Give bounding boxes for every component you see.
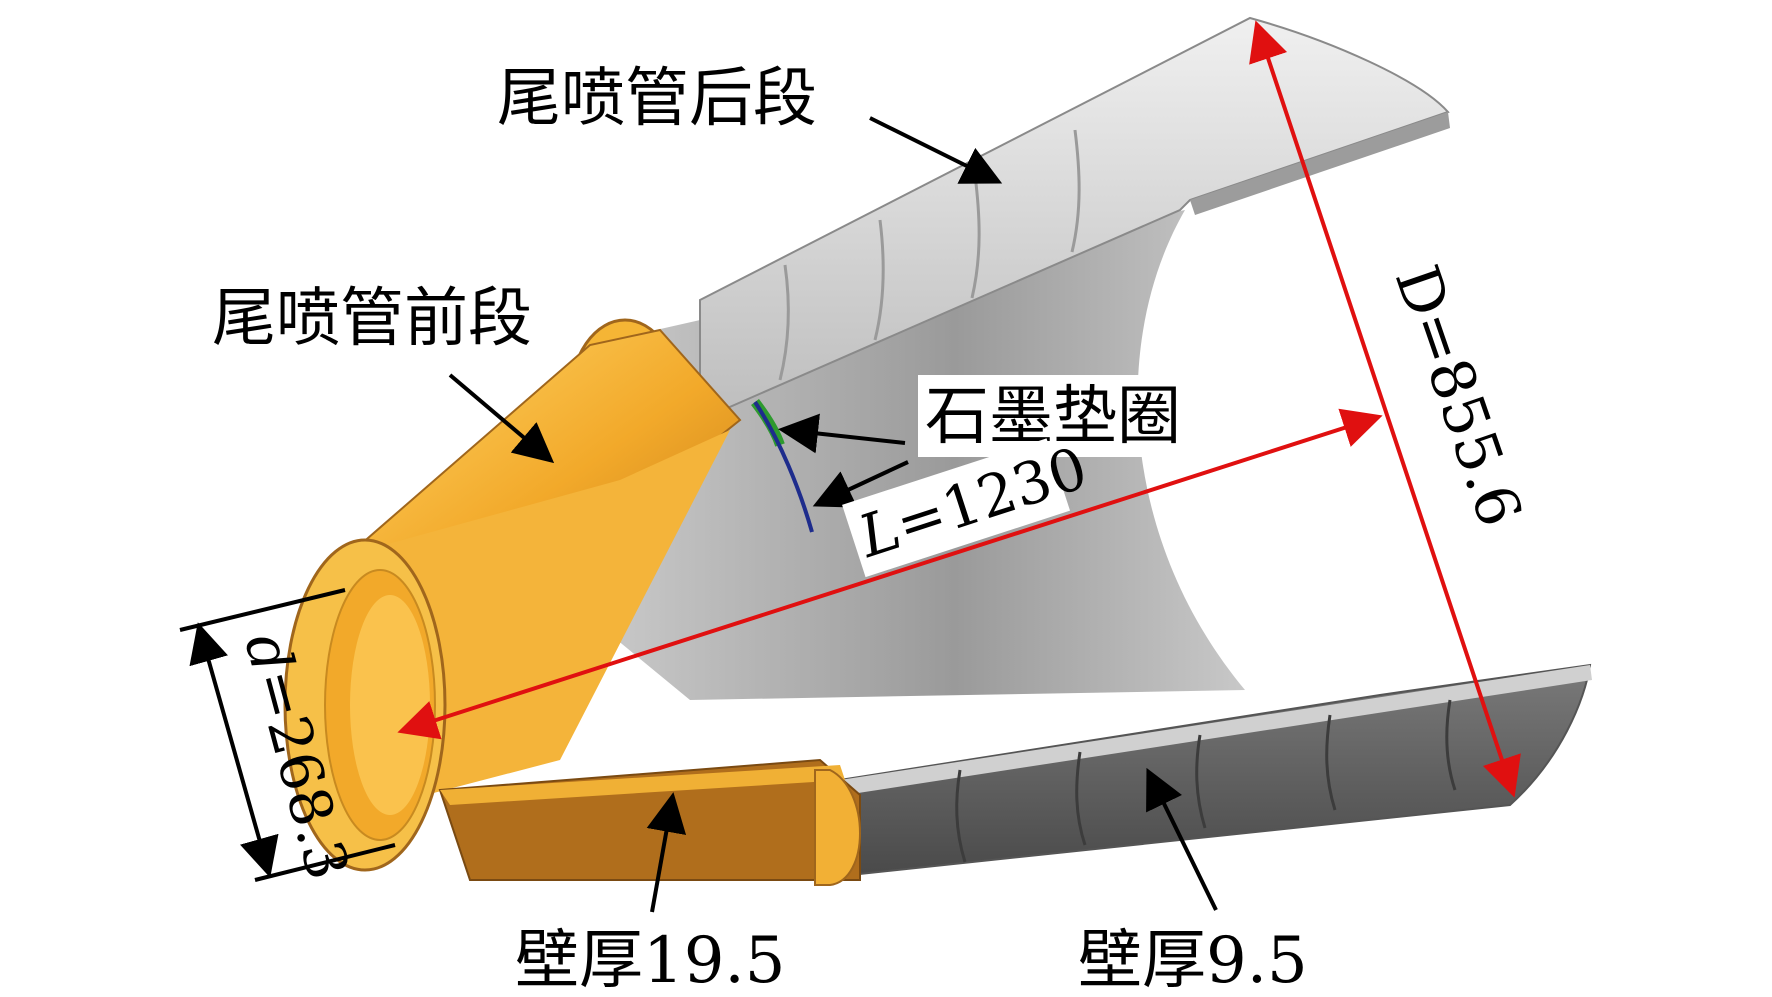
leader-wall-rear: [1146, 767, 1218, 911]
leader-gasket-1: [778, 413, 906, 454]
label-rear-section: 尾喷管后段: [497, 62, 817, 136]
leader-wall-front: [646, 792, 687, 913]
gasket-label-background: [918, 375, 1198, 457]
inlet-diameter-line: [189, 622, 279, 878]
outlet-diameter-label-group: D=855.6: [1381, 257, 1535, 535]
length-label-background: [842, 438, 1071, 578]
front-lower-rim: [440, 765, 845, 805]
label-graphite-gasket: 石墨垫圈: [925, 380, 1181, 454]
label-front-section: 尾喷管前段: [212, 282, 532, 356]
outlet-diameter-dimension-line: [1249, 20, 1521, 798]
leader-gasket-2: [812, 460, 909, 508]
label-wall-thickness-front: 壁厚19.5: [515, 924, 786, 997]
front-lower-flange: [814, 769, 861, 886]
label-wall-thickness-rear: 壁厚9.5: [1078, 924, 1308, 997]
leader-rear-section: [869, 116, 1003, 184]
rear-upper-ribs: [778, 129, 1081, 381]
leader-arrows: [448, 116, 1218, 913]
outlet-diameter-label: D=855.6: [1381, 257, 1535, 535]
length-dimension-line: [397, 408, 1383, 740]
inlet-diameter-dimension: [179, 588, 396, 882]
front-inlet-highlight: [350, 595, 430, 815]
leader-front-section: [448, 373, 555, 464]
